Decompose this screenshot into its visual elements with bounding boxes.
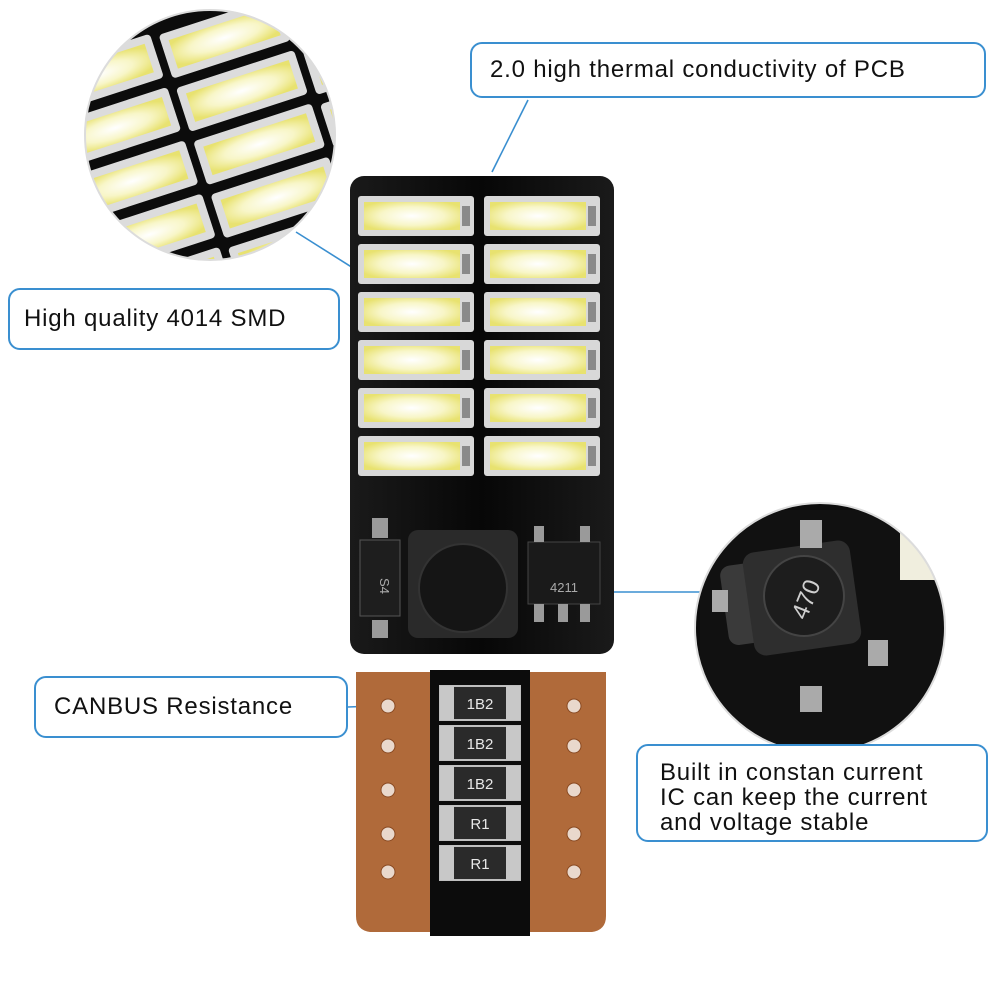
callout-ic-text: Built in constan current IC can keep the… — [660, 759, 928, 836]
driver-components: S4 4211 — [359, 518, 601, 638]
smd-led — [484, 244, 600, 284]
smd-led — [484, 436, 600, 476]
smd-led-zoomed — [176, 50, 307, 131]
callout-pcb-text: 2.0 high thermal conductivity of PCB — [490, 56, 906, 83]
smd-led — [484, 292, 600, 332]
smd-led — [358, 388, 474, 428]
smd-led — [358, 436, 474, 476]
smd-led-zoomed — [211, 157, 335, 238]
copper-pad-holes — [380, 698, 582, 880]
callout-ic: Built in constan current IC can keep the… — [636, 744, 988, 842]
resistor: R1 — [439, 845, 521, 881]
smd-led-array — [358, 196, 600, 476]
resistor: R1 — [439, 805, 521, 841]
smd-led — [358, 244, 474, 284]
zoom-inductor-detail: 470 — [694, 502, 946, 754]
smd-led — [358, 340, 474, 380]
callout-pcb: 2.0 high thermal conductivity of PCB — [470, 42, 986, 98]
ic-marking: 4211 — [550, 580, 578, 595]
callout-smd-text: High quality 4014 SMD — [24, 305, 287, 332]
smd-led-zoomed — [85, 87, 181, 168]
smd-led — [484, 388, 600, 428]
smd-led-zoomed — [286, 10, 335, 41]
resistor-marking: R1 — [470, 816, 489, 833]
resistor-marking: 1B2 — [467, 696, 494, 713]
smd-led — [358, 292, 474, 332]
resistor: 1B2 — [439, 765, 521, 801]
smd-led-zoomed — [194, 104, 325, 185]
smd-led — [484, 340, 600, 380]
callout-canbus-text: CANBUS Resistance — [54, 693, 294, 720]
resistor: 1B2 — [439, 725, 521, 761]
resistor-marking: R1 — [470, 856, 489, 873]
callout-smd: High quality 4014 SMD — [8, 288, 340, 350]
callout-canbus: CANBUS Resistance — [34, 676, 348, 738]
smd-led — [358, 196, 474, 236]
smd-led-zoomed — [321, 67, 335, 148]
resistor: 1B2 — [439, 685, 521, 721]
diode-marking: S4 — [377, 578, 392, 594]
smd-led — [484, 196, 600, 236]
resistor-marking: 1B2 — [467, 736, 494, 753]
resistor-marking: 1B2 — [467, 776, 494, 793]
